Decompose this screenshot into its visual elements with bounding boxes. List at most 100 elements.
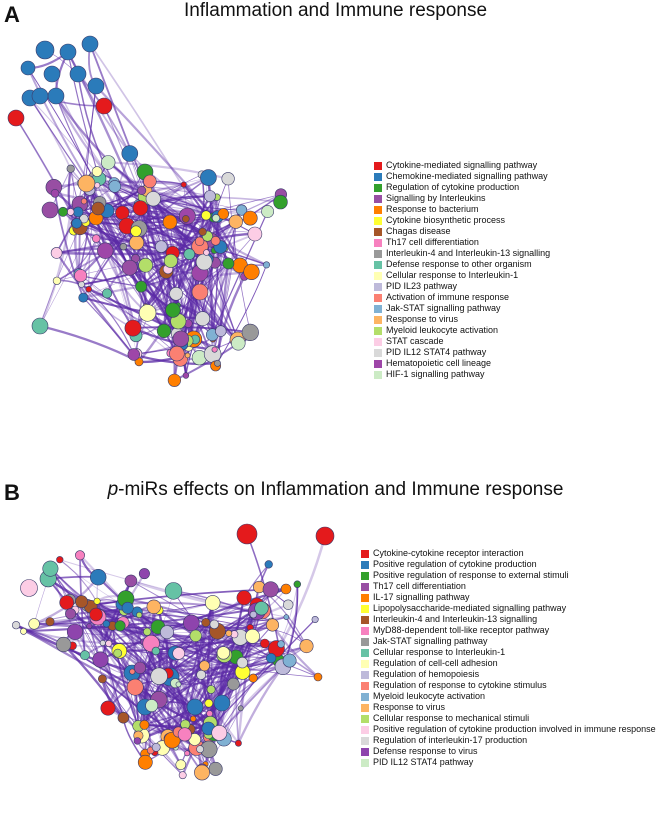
network-node: [266, 653, 276, 663]
network-node: [60, 44, 76, 60]
network-node: [244, 264, 260, 280]
network-node: [48, 88, 64, 104]
legend-item: Chagas disease: [374, 226, 550, 237]
network-node: [212, 214, 219, 221]
network-node: [163, 215, 177, 229]
legend-swatch: [361, 627, 369, 635]
legend-item: Response to virus: [361, 702, 656, 713]
network-node: [223, 258, 234, 269]
network-node: [212, 725, 227, 740]
legend-item: PID IL23 pathway: [374, 281, 550, 292]
network-node: [128, 349, 140, 361]
legend-item: PID IL12 STAT4 pathway: [361, 757, 656, 768]
network-node: [278, 641, 285, 648]
network-node: [176, 760, 186, 770]
legend-swatch: [374, 338, 382, 346]
network-node: [100, 640, 105, 645]
network-node: [74, 270, 86, 282]
legend-swatch: [374, 294, 382, 302]
network-node: [101, 701, 115, 715]
panel-a: A Inflammation and Immune response Cytok…: [0, 0, 671, 400]
network-node: [129, 236, 143, 250]
legend-label: Response to bacterium: [386, 204, 479, 215]
network-node: [103, 620, 110, 627]
network-node: [179, 772, 186, 779]
network-node: [170, 346, 185, 361]
network-node: [152, 743, 160, 751]
legend-label: Regulation of cytokine production: [386, 182, 519, 193]
legend-swatch: [374, 349, 382, 357]
network-node: [98, 675, 106, 683]
network-node: [144, 175, 157, 188]
network-node: [235, 740, 241, 746]
legend-item: Regulation of interleukin-17 production: [361, 735, 656, 746]
legend-label: Cytokine biosynthetic process: [386, 215, 505, 226]
legend-item: Interleukin-4 and Interleukin-13 signall…: [361, 614, 656, 625]
legend-label: Hematopoietic cell lineage: [386, 358, 491, 369]
legend-swatch: [361, 693, 369, 701]
network-node: [155, 241, 167, 253]
network-node: [134, 662, 146, 674]
network-node: [90, 569, 106, 585]
network-node: [200, 170, 216, 186]
network-node: [87, 623, 92, 628]
legend-swatch: [361, 572, 369, 580]
legend-label: Jak-STAT signalling pathway: [386, 303, 501, 314]
legend-item: Lipopolysaccharide-mediated signalling p…: [361, 603, 656, 614]
network-node: [265, 561, 273, 569]
network-node: [260, 639, 269, 648]
network-node: [67, 624, 83, 640]
legend-item: Positive regulation of response to exter…: [361, 570, 656, 581]
network-node: [226, 630, 232, 636]
legend-swatch: [361, 616, 369, 624]
network-node: [294, 581, 301, 588]
network-node: [21, 580, 38, 597]
network-node: [131, 226, 142, 237]
legend-label: Activation of immune response: [386, 292, 509, 303]
network-node: [152, 647, 160, 655]
legend-label: Myeloid leukocyte activation: [373, 691, 485, 702]
network-node: [125, 320, 141, 336]
network-node: [75, 551, 84, 560]
network-node: [115, 621, 125, 631]
panel-b-title-rest: -miRs effects on Inflammation and Immune…: [118, 479, 563, 500]
legend-swatch: [374, 250, 382, 258]
network-node: [92, 235, 100, 243]
network-node: [300, 639, 313, 652]
network-node: [194, 765, 209, 780]
network-node: [217, 647, 230, 660]
legend-label: Cytokine-cytokine receptor interaction: [373, 548, 524, 559]
network-node: [82, 36, 98, 52]
network-node: [92, 202, 105, 215]
legend-swatch: [361, 550, 369, 558]
network-node: [57, 556, 64, 563]
legend-label: HIF-1 signalling pathway: [386, 369, 485, 380]
network-node: [248, 227, 262, 241]
legend-item: Cellular response to mechanical stimuli: [361, 713, 656, 724]
network-node: [283, 600, 293, 610]
legend-label: Regulation of hemopoiesis: [373, 669, 479, 680]
network-node: [42, 202, 58, 218]
network-node: [229, 215, 243, 229]
legend-label: Myeloid leukocyte activation: [386, 325, 498, 336]
network-node: [183, 615, 199, 631]
network-node: [201, 211, 210, 220]
legend-swatch: [374, 228, 382, 236]
legend-item: Jak-STAT signalling pathway: [361, 636, 656, 647]
legend-item: Cellular response to Interleukin-1: [374, 270, 550, 281]
network-node: [214, 695, 230, 711]
network-node: [184, 249, 195, 260]
network-node: [227, 678, 239, 690]
legend-swatch: [374, 184, 382, 192]
network-node: [165, 583, 182, 600]
network-node: [214, 360, 220, 366]
network-node: [81, 199, 87, 205]
legend-label: Response to virus: [373, 702, 445, 713]
network-node: [138, 186, 146, 194]
network-node: [210, 620, 219, 629]
legend-label: MyD88-dependent toll-like receptor pathw…: [373, 625, 549, 636]
legend-swatch: [374, 162, 382, 170]
network-node: [122, 602, 133, 613]
legend-swatch: [361, 704, 369, 712]
network-node: [146, 192, 161, 207]
